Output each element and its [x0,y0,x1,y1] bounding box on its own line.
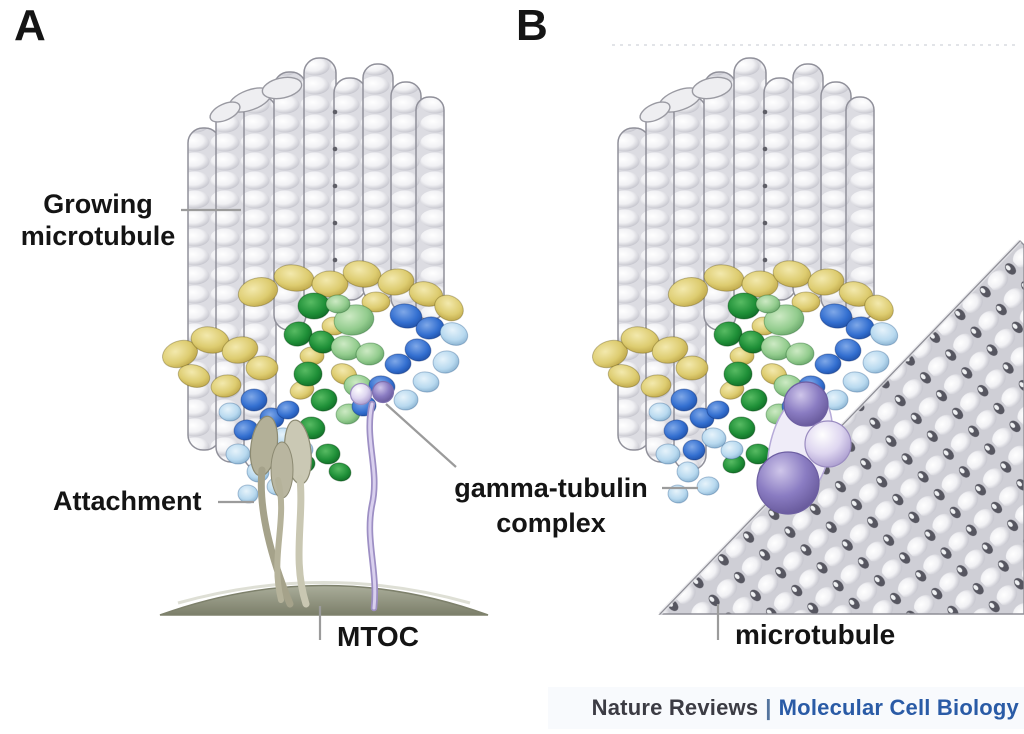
panel-b-illustration [588,44,1024,616]
gamma-tubulin-leader-a [385,403,457,468]
panel-b-label: B [516,1,548,50]
gamma-tubulin-complex-a [349,380,395,612]
footer-separator: | [765,695,772,720]
panel-a-illustration [158,57,489,616]
attachment-factors [249,415,312,608]
gamma-tubulin-complex-b [756,381,852,515]
journal-footer: Nature Reviews|Molecular Cell Biology [592,695,1019,721]
gamma-tubulin-complex-label: gamma-tubulin complex [454,473,648,538]
journal-section: Molecular Cell Biology [778,695,1019,720]
attachment-label: Attachment [53,486,202,516]
microtubule-label: microtubule [735,619,896,650]
leader-lines [181,208,720,640]
journal-name: Nature Reviews [591,695,759,720]
mtoc-label: MTOC [337,621,419,652]
mtoc-dome [159,581,489,616]
growing-microtubule-label: Growing microtubule [20,189,176,251]
footer-background [548,687,1024,729]
panel-a-label: A [14,1,46,50]
